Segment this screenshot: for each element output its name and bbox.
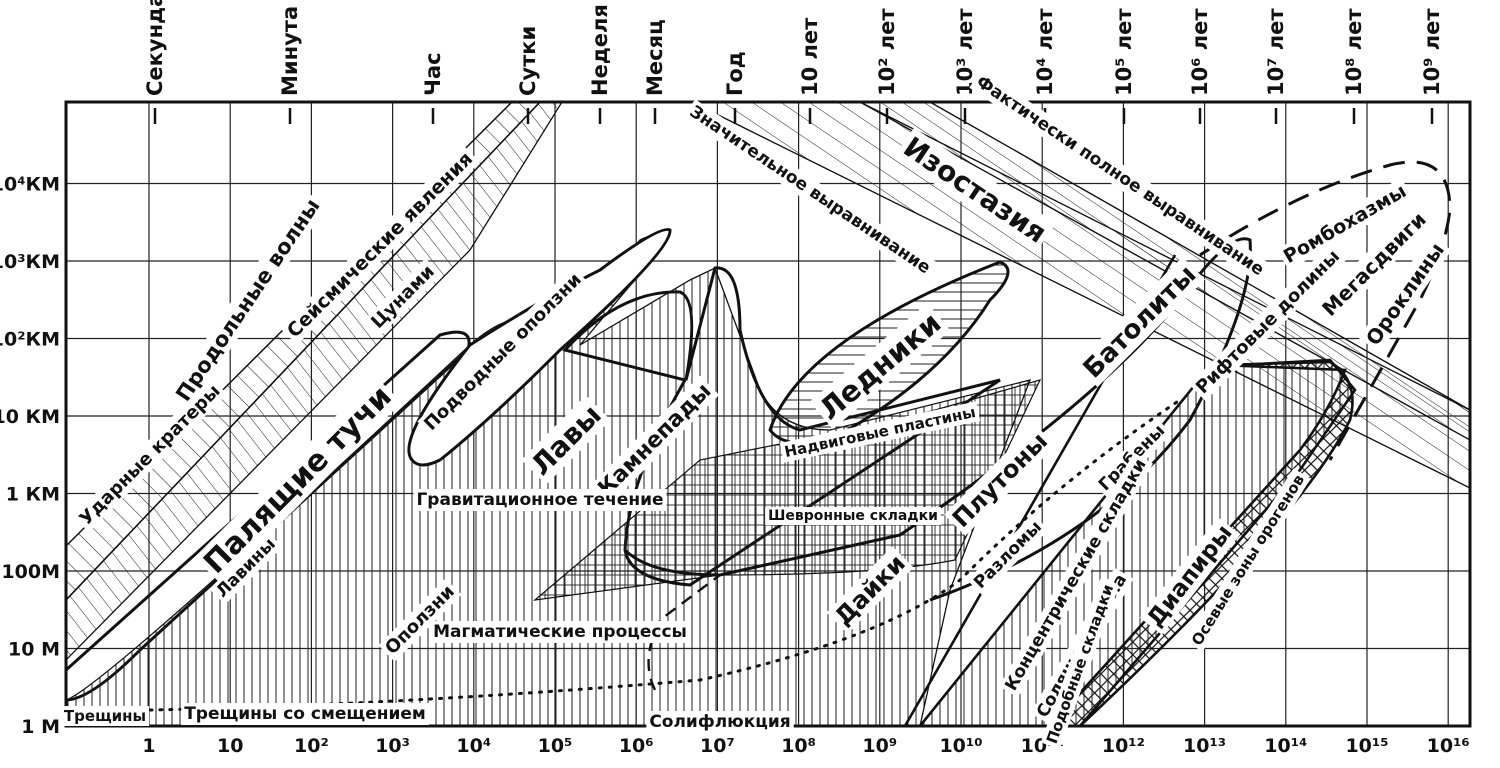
region-label-text: Трещины <box>64 707 146 725</box>
label-background <box>894 127 1056 253</box>
y-tick-label: 10⁴КМ <box>0 174 60 196</box>
y-axis-labels: 1 M 10 M 100M 1 КМ 10 КМ 10²КМ 10³КМ 10⁴КМ <box>0 174 60 739</box>
top-time-label: 10⁵ лет <box>1112 8 1136 96</box>
x-tick-label: 10⁶ <box>619 735 654 757</box>
y-tick-label: 10²КМ <box>0 329 60 351</box>
label-background <box>181 703 429 725</box>
label-background <box>1074 256 1206 388</box>
x-tick-label: 10¹⁶ <box>1427 735 1470 757</box>
top-time-label: 10⁹ лет <box>1420 8 1444 96</box>
y-tick-label: 100M <box>1 561 60 583</box>
x-tick-label: 10 <box>217 735 243 757</box>
top-time-label: 10³ лет <box>953 8 977 96</box>
label-background <box>1189 243 1347 401</box>
x-tick-label: 10⁵ <box>538 735 573 757</box>
underwater-landslides-loop <box>407 228 672 467</box>
label-background <box>72 377 228 533</box>
label-background <box>969 69 1271 283</box>
region-label-text: Трещины со смещением <box>184 704 426 724</box>
region-label: Гравитационное течение <box>413 489 667 511</box>
region-label-text: Магматические процессы <box>433 622 687 642</box>
top-time-label: Минута <box>278 6 302 96</box>
label-background <box>1139 517 1241 635</box>
region-label-text: Шевронные складки <box>768 508 938 524</box>
label-background <box>590 375 720 505</box>
x-tick-label: 10¹⁰ <box>939 735 982 757</box>
label-background <box>194 376 402 584</box>
y-tick-label: 10 КМ <box>0 406 60 428</box>
region-label: Шевронные складки <box>765 507 941 525</box>
label-background <box>809 302 951 430</box>
top-time-label: 10⁶ лет <box>1188 8 1212 96</box>
y-tick-label: 10³КМ <box>0 251 60 273</box>
x-tick-label: 10¹⁴ <box>1264 735 1307 757</box>
label-background <box>364 258 442 336</box>
region-label: Трещины <box>60 706 150 726</box>
label-background <box>280 145 480 345</box>
label-background <box>209 531 283 605</box>
region-label-text: Гравитационное течение <box>416 490 663 510</box>
x-tick-label: 10⁷ <box>700 735 735 757</box>
label-background <box>967 514 1049 596</box>
region-label-text: Солифлюкция <box>649 712 790 732</box>
region-label: Магматические процессы <box>430 621 690 643</box>
label-background <box>1358 235 1452 353</box>
region-label: Трещины со смещением <box>181 703 429 725</box>
label-background <box>944 424 1056 536</box>
top-time-label: Секунда <box>143 0 167 96</box>
label-background <box>1276 177 1414 271</box>
y-tick-label: 10 M <box>8 639 60 661</box>
top-time-label: Час <box>421 52 445 96</box>
top-time-label: 10 лет <box>798 17 822 96</box>
x-tick-label: 10² <box>294 735 329 757</box>
x-tick-label: 10³ <box>375 735 410 757</box>
label-background <box>168 191 328 409</box>
top-time-label: Год <box>723 51 747 96</box>
x-tick-label: 10¹² <box>1102 735 1145 757</box>
seismic-band <box>66 102 563 661</box>
label-background <box>682 99 938 281</box>
label-background <box>521 395 611 485</box>
label-background <box>646 711 794 733</box>
label-background <box>765 507 941 525</box>
top-time-label: Неделя <box>588 4 612 96</box>
label-background <box>998 452 1154 698</box>
label-background <box>826 546 914 634</box>
region-label: Солифлюкция <box>646 711 794 733</box>
top-time-label: 10⁸ лет <box>1342 8 1366 96</box>
top-time-label: 10⁴ лет <box>1033 8 1057 96</box>
isostasy-band-1 <box>691 102 1470 489</box>
top-time-label: Сутки <box>516 26 540 96</box>
top-time-label: 10² лет <box>875 8 899 96</box>
x-tick-label: 10⁸ <box>781 735 816 757</box>
top-time-label: Месяц <box>643 19 667 96</box>
x-tick-label: 10¹³ <box>1183 735 1226 757</box>
faults-dotted-line <box>148 398 1182 712</box>
x-tick-label: 1 <box>142 735 155 757</box>
label-background <box>779 401 981 463</box>
x-tick-label: 10⁹ <box>862 735 897 757</box>
label-background <box>413 489 667 511</box>
top-time-label: 10⁷ лет <box>1264 8 1288 96</box>
x-tick-label: 10¹⁵ <box>1345 735 1388 757</box>
regions-layer <box>66 102 1470 726</box>
y-tick-label: 1 M <box>21 716 60 738</box>
label-background <box>1314 204 1434 324</box>
label-background <box>1185 468 1311 652</box>
label-background <box>60 706 150 726</box>
magmatic-dashed-line <box>647 574 721 691</box>
label-background <box>1040 578 1120 750</box>
label-background <box>378 578 462 662</box>
label-background <box>417 266 589 438</box>
y-tick-label: 1 КМ <box>6 484 60 506</box>
x-tick-label: 10⁴ <box>456 735 491 757</box>
label-background <box>430 621 690 643</box>
